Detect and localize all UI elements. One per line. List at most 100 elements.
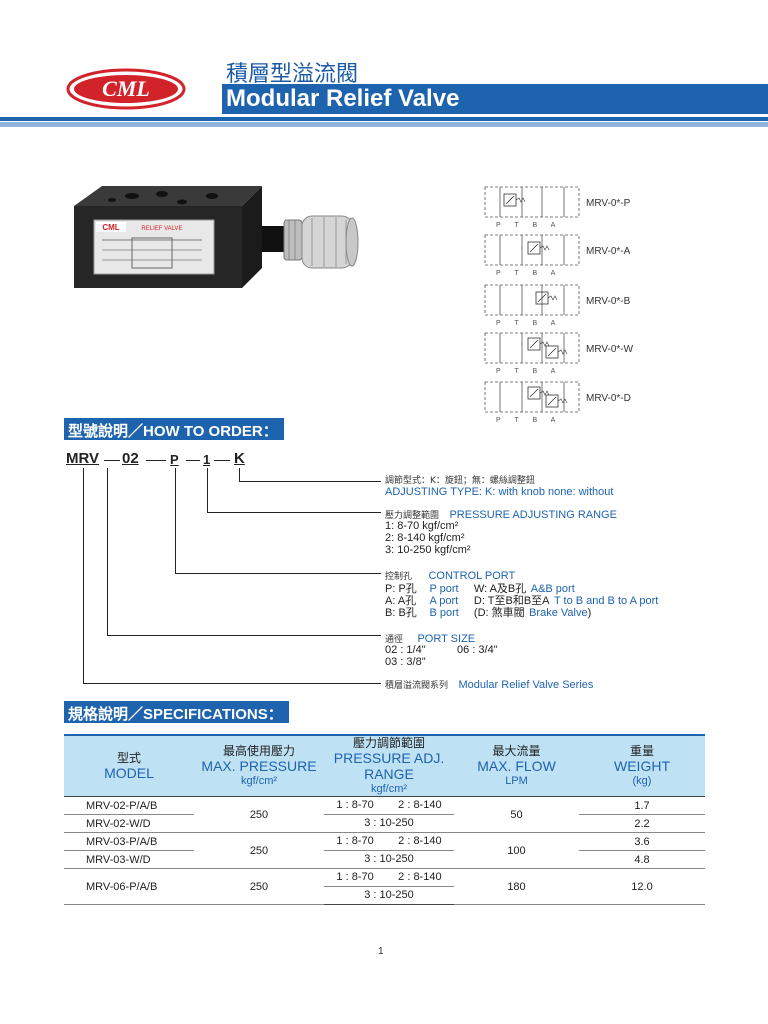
pressure-range-en: PRESSURE ADJUSTING RANGE [449, 509, 617, 521]
cml-logo: CML [66, 68, 186, 110]
adjusting-type-cn: 調節型式：K：旋鈕；無：螺絲調整鈕 [385, 476, 535, 486]
symbol-label: MRV-0*-W [586, 344, 634, 355]
max-flow-cell: 100 [454, 832, 579, 869]
series-en: Modular Relief Valve Series [458, 679, 594, 691]
port-size-heading: 通徑 PORT SIZE [385, 632, 475, 646]
weight-cell: 4.8 [579, 850, 705, 869]
leader-line [207, 512, 381, 513]
title-chinese: 積層型溢流閥 [226, 62, 359, 87]
control-key: B: B孔 [385, 607, 417, 619]
title-band: Modular Relief Valve [222, 84, 768, 114]
symbol-label: MRV-0*-B [586, 296, 631, 307]
column-header-en: MAX. FLOW [477, 758, 556, 774]
table-row: MRV-02-P/A/B 250 1 : 8-70 2 : 8-140 50 1… [64, 796, 705, 833]
column-header-pressure-range: 壓力調節範圍 PRESSURE ADJ. RANGE kgf/cm² [324, 734, 454, 797]
how-to-order-heading: 型號說明／HOW TO ORDER： [64, 418, 284, 440]
model-cell: MRV-02-P/A/B [64, 796, 194, 815]
leader-line [107, 635, 381, 636]
header-rule [0, 117, 768, 121]
column-header-en: WEIGHT [614, 758, 670, 774]
hydraulic-symbol [484, 234, 580, 266]
port-size-02: 02 : 1/4" [385, 644, 426, 656]
code-size: 02 [122, 450, 139, 467]
range-cell: 3 : 10-250 [324, 814, 454, 833]
control-value2: T to B and B to A port [553, 595, 659, 607]
adjusting-type-en: ADJUSTING TYPE: K: with knob none: witho… [385, 486, 614, 498]
port-size-06: 06 : 3/4" [457, 644, 498, 656]
control-value2: A&B port [530, 583, 575, 595]
control-port-row: P: P孔 P port W: A及B孔 A&B port [385, 582, 575, 595]
control-value: P port [429, 583, 459, 595]
page-number: 1 [378, 946, 384, 957]
symbol-port-letters: P T B A [496, 222, 556, 229]
leader-line [239, 468, 240, 482]
table-row: 3 : 10-250 [64, 886, 705, 905]
hydraulic-symbol [484, 381, 580, 413]
control-port-cn: 控制孔 [385, 572, 413, 582]
column-header-unit: (kg) [632, 775, 652, 787]
control-port-row: B: B孔 B port (D: 煞車閥 Brake Valve) [385, 606, 591, 619]
column-header-cn: 型式 [116, 751, 141, 765]
control-port-en: CONTROL PORT [428, 570, 516, 582]
control-key: A: A孔 [385, 595, 417, 607]
hydraulic-symbol [484, 332, 580, 364]
column-header-cn: 最大流量 [492, 744, 541, 758]
column-header-max-pressure: 最高使用壓力 MAX. PRESSURE kgf/cm² [194, 734, 324, 797]
code-port: P [170, 452, 179, 467]
symbol-label: MRV-0*-P [586, 198, 631, 209]
hydraulic-symbol [484, 186, 580, 218]
logo-text: CML [102, 76, 150, 101]
symbol-port-letters: P T B A [496, 368, 556, 375]
table-row: MRV-03-W/D 3 : 10-250 4.8 [64, 850, 705, 869]
model-cell: MRV-06-P/A/B [64, 868, 194, 905]
specifications-table: 型式 MODEL 最高使用壓力 MAX. PRESSURE kgf/cm² 壓力… [64, 734, 705, 905]
symbol-port-letters: P T B A [496, 270, 556, 277]
leader-line [107, 468, 108, 636]
pressure-range-heading: 壓力調整範圍 PRESSURE ADJUSTING RANGE [385, 508, 617, 522]
leader-line [175, 468, 176, 574]
pressure-range-cn: 壓力調整範圍 [385, 511, 440, 521]
column-header-cn: 壓力調節範圍 [352, 736, 425, 750]
column-header-model: 型式 MODEL [64, 734, 194, 797]
pressure-range-line: 1: 8-70 kgf/cm² [385, 520, 459, 532]
max-pressure-cell: 250 [194, 868, 324, 905]
column-header-cn: 最高使用壓力 [222, 744, 295, 758]
control-port-row: A: A孔 A port D: T至B和B至A T to B and B to … [385, 594, 658, 607]
leader-line [83, 468, 84, 684]
code-dash [104, 460, 120, 461]
control-value: B port [429, 607, 459, 619]
control-close: ) [587, 607, 592, 619]
plate-label-text: RELIEF VALVE [141, 226, 182, 232]
table-header-row: 型式 MODEL 最高使用壓力 MAX. PRESSURE kgf/cm² 壓力… [64, 734, 705, 797]
control-key2: (D: 煞車閥 [473, 607, 525, 619]
table-row: MRV-06-P/A/B 250 1 : 8-70 2 : 8-140 180 … [64, 868, 705, 905]
model-cell: MRV-03-W/D [64, 850, 194, 869]
leader-line [239, 481, 381, 482]
series-cn: 積層溢流閥系列 [385, 681, 449, 691]
symbol-label: MRV-0*-D [586, 393, 631, 404]
product-photo: CML RELIEF VALVE [74, 186, 359, 288]
symbol-port-letters: P T B A [496, 417, 556, 424]
leader-line [207, 468, 208, 513]
column-header-max-flow: 最大流量 MAX. FLOW LPM [454, 734, 579, 797]
code-adjust: K [234, 450, 245, 467]
control-port-heading: 控制孔 CONTROL PORT [385, 569, 515, 583]
symbol-port-letters: P T B A [496, 320, 556, 327]
port-size-line: 02 : 1/4" 06 : 3/4" [385, 644, 498, 656]
series-line: 積層溢流閥系列 Modular Relief Valve Series [385, 678, 593, 692]
code-dash [186, 460, 200, 461]
port-size-cn: 通徑 [385, 635, 404, 645]
max-pressure-cell: 250 [194, 832, 324, 869]
control-value2: Brake Valve [529, 607, 588, 619]
header-rule-light [0, 122, 768, 127]
leader-line [83, 683, 381, 684]
weight-cell: 1.7 [579, 796, 705, 815]
port-size-03: 03 : 3/8" [385, 656, 426, 668]
column-header-weight: 重量 WEIGHT (kg) [579, 734, 705, 797]
code-range: 1 [203, 452, 211, 467]
column-header-unit: kgf/cm² [370, 783, 408, 795]
pressure-range-line: 2: 8-140 kgf/cm² [385, 532, 465, 544]
weight-cell: 3.6 [579, 832, 705, 851]
max-flow-cell: 180 [454, 868, 579, 905]
weight-cell: 2.2 [579, 814, 705, 833]
